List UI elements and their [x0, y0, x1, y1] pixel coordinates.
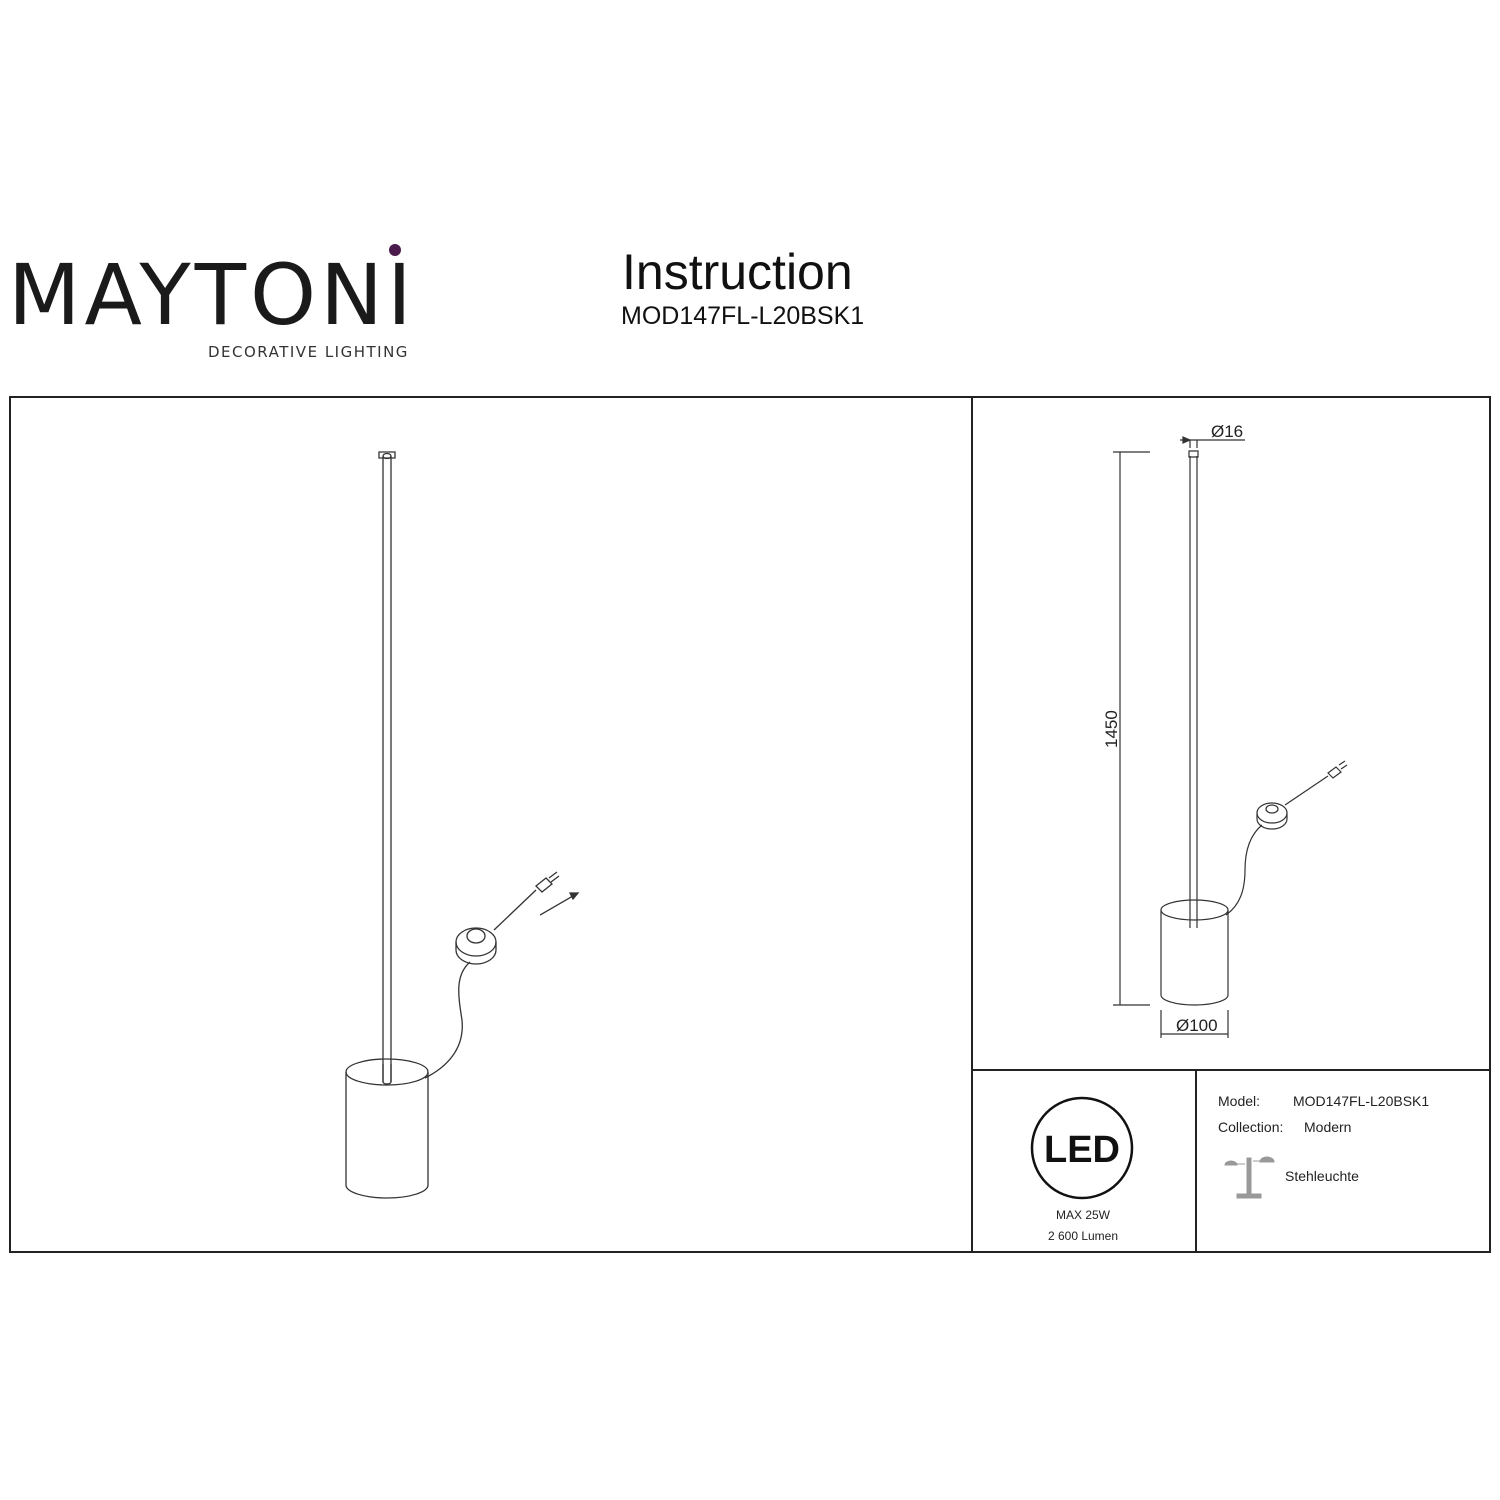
lamp-perspective-drawing	[345, 451, 580, 1199]
page-title: Instruction	[622, 244, 853, 300]
model-number: MOD147FL-L20BSK1	[621, 302, 865, 330]
base-diameter-label: Ø100	[1176, 1016, 1218, 1035]
lumen: 2 600 Lumen	[1047, 1229, 1119, 1243]
pole-diameter-label: Ø16	[1211, 422, 1243, 441]
power-cord	[424, 961, 471, 1079]
floor-lamp-icon	[1224, 1156, 1275, 1199]
model-value: MOD147FL-L20BSK1	[1293, 1093, 1430, 1109]
foot-switch	[455, 927, 497, 957]
lamp-type-label: Stehleuchte	[1285, 1168, 1359, 1184]
height-label: 1450	[1102, 710, 1121, 748]
lamp-dimension-drawing	[1113, 436, 1348, 1038]
outer-frame	[9, 396, 1491, 1253]
led-badge-text: LED	[1044, 1129, 1120, 1171]
brand-logo: MAYTONI	[8, 244, 416, 344]
plug-icon	[535, 877, 553, 893]
collection-value: Modern	[1304, 1119, 1352, 1135]
collection-label: Collection:	[1218, 1119, 1284, 1135]
model-label: Model:	[1218, 1093, 1261, 1109]
max-power: MAX 25W	[1055, 1208, 1110, 1222]
led-badge-icon	[1030, 1096, 1134, 1200]
brand-tagline: DECORATIVE LIGHTING	[208, 343, 409, 361]
